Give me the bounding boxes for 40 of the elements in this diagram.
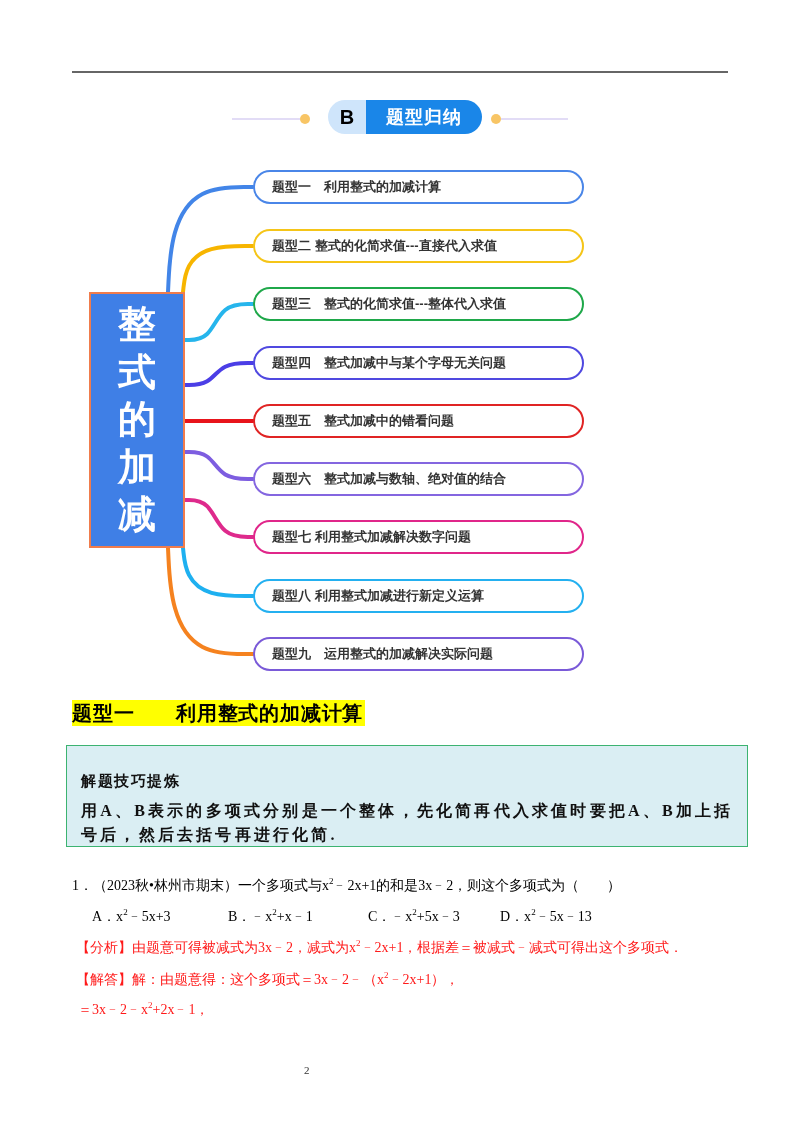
title-text: 整式的加减 xyxy=(118,302,156,538)
title-box xyxy=(89,292,185,548)
topic-pill xyxy=(253,637,584,671)
topic-label: 题型八 利用整式加减进行新定义运算 xyxy=(272,587,484,605)
topic-pill xyxy=(253,287,584,321)
question-text: 1．（2023秋•林州市期末）一个多项式与x$^{2}$﹣2x+1的和是3x﹣2，则这个多项式为（ ） xyxy=(72,876,622,895)
topic-label: 题型七 利用整式加减解决数字问题 xyxy=(272,528,471,546)
topic-pill xyxy=(253,404,584,438)
topic-pill xyxy=(253,579,584,613)
page-number: 2 xyxy=(304,1063,310,1078)
topic-label: 题型九 运用整式的加减解决实际问题 xyxy=(272,645,493,663)
topic-label: 题型一 利用整式的加减计算 xyxy=(272,178,441,196)
tip-heading: 解题技巧提炼 xyxy=(81,772,180,791)
branch-line xyxy=(166,185,255,294)
branch-line xyxy=(166,546,255,656)
topic-label: 题型五 整式加减中的错看问题 xyxy=(272,412,454,430)
section-heading: 题型一 利用整式的加减计算 xyxy=(72,700,366,726)
answer-option: B．﹣x$^{2}$+x﹣1 xyxy=(228,907,313,927)
topic-label: 题型四 整式加减中与某个字母无关问题 xyxy=(272,354,506,372)
topic-pill xyxy=(253,346,584,380)
topic-label: 题型二 整式的化简求值---直接代入求值 xyxy=(272,237,497,255)
answer-option: C．﹣x$^{2}$+5x﹣3 xyxy=(368,907,460,927)
branch-line xyxy=(181,244,255,294)
solution-text: 【解答】解：由题意得：这个多项式＝3x﹣2﹣（x$^{2}$﹣2x+1）， xyxy=(76,970,460,989)
answer-option: D．x$^{2}$﹣5x﹣13 xyxy=(500,907,592,927)
topic-pill xyxy=(253,170,584,204)
topic-label: 题型三 整式的化简求值---整体代入求值 xyxy=(272,295,506,313)
topic-pill xyxy=(253,520,584,554)
badge-letter: B xyxy=(328,100,366,134)
section-badge xyxy=(328,100,482,134)
badge-title: 题型归纳 xyxy=(366,100,482,134)
tip-text: 用A、B表示的多项式分别是一个整体，先化简再代入求值时要把A、B加上括号后，然后去括号再进行化简. xyxy=(81,801,735,845)
topic-label: 题型六 整式加减与数轴、绝对值的结合 xyxy=(272,470,506,488)
topic-pill xyxy=(253,229,584,263)
analysis-text: 【分析】由题意可得被减式为3x﹣2，减式为x$^{2}$﹣2x+1，根据差＝被减式﹣减式可得出这个多项式． xyxy=(76,938,684,957)
branch-line xyxy=(181,546,255,598)
solution-text: ＝3x﹣2﹣x$^{2}$+2x﹣1， xyxy=(78,1000,210,1019)
answer-option: A．x$^{2}$﹣5x+3 xyxy=(92,907,171,927)
topic-pill xyxy=(253,462,584,496)
tip-box xyxy=(66,745,748,847)
